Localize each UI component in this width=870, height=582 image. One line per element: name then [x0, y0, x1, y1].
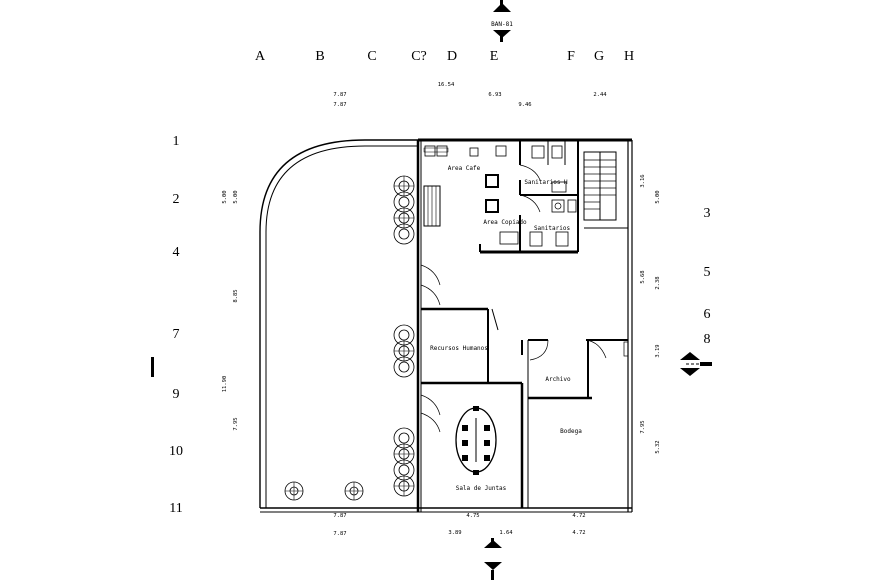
doors [420, 164, 607, 433]
dimension-label: 11.90 [222, 376, 228, 393]
dimension-label: 1.64 [499, 530, 513, 536]
interior-walls [416, 140, 628, 512]
dimensions-top: 7.87 7.87 16.54 6.93 9.46 2.44 [333, 82, 607, 108]
section-marker-top: BAN-81 [491, 0, 513, 42]
grid-row-label: 2 [173, 192, 180, 207]
grid-rows-right: 3 5 6 8 [704, 206, 711, 347]
grid-row-label: 3 [704, 206, 711, 221]
dimension-label: 7.87 [333, 513, 346, 519]
dimensions-left: 5.00 5.00 8.85 11.90 7.95 [222, 190, 239, 430]
dimension-label: 7.87 [333, 531, 346, 537]
grid-column-label: D [447, 49, 457, 64]
dimension-label: 3.89 [448, 530, 461, 536]
dimension-label: 7.87 [333, 102, 346, 108]
dimension-label: 5.68 [640, 270, 646, 283]
dimension-label: 7.95 [640, 420, 646, 433]
grid-column-label: C? [411, 49, 427, 64]
dimension-label: 7.95 [233, 417, 239, 430]
grid-row-label: 10 [169, 444, 183, 459]
grid-column-label: G [594, 49, 604, 64]
dimension-label: 4.72 [572, 530, 585, 536]
dimension-label: 5.00 [233, 190, 239, 203]
room-label-rh: Recursos Humanos [430, 345, 488, 352]
grid-rows-left: 1 2 4 7 9 10 11 [169, 134, 183, 516]
dimension-label: 2.44 [593, 92, 607, 98]
grid-row-label: 8 [704, 332, 711, 347]
dimension-label: 7.87 [333, 92, 346, 98]
room-label-sanitarios-m: Sanitarios [534, 225, 571, 232]
dimension-label: 4.72 [572, 513, 585, 519]
dimensions-bottom: 7.87 7.87 4.75 3.89 1.64 4.72 4.72 [333, 513, 585, 537]
grid-column-label: A [255, 49, 266, 64]
section-marker-bottom [484, 538, 502, 580]
dimension-label: 3.16 [640, 174, 646, 187]
dimension-label: 9.46 [518, 102, 531, 108]
dimensions-right: 3.16 5.00 5.68 2.38 3.19 7.95 5.32 [640, 174, 661, 453]
grid-row-label: 6 [704, 307, 711, 322]
dimension-label: 5.00 [222, 190, 228, 203]
grid-column-label: H [624, 49, 634, 64]
room-label-bodega: Bodega [560, 428, 582, 435]
landscaping [284, 175, 415, 501]
dimension-label: 8.85 [233, 289, 239, 302]
section-marker-left [151, 357, 154, 377]
dimension-label: 16.54 [438, 82, 455, 88]
dimension-label: 6.93 [488, 92, 501, 98]
dimension-label: 3.19 [655, 344, 661, 357]
section-marker-right [680, 352, 712, 376]
grid-column-label: C [367, 49, 376, 64]
grid-row-label: 11 [169, 501, 182, 516]
room-label-juntas: Sala de Juntas [456, 485, 507, 492]
grid-columns: A B C C? D E F G H [255, 49, 634, 64]
room-labels: Area Cafe Area Copiado Sanitarios H Sani… [430, 165, 582, 492]
furniture [423, 145, 629, 475]
exterior-walls [259, 138, 633, 513]
room-label-copiado: Area Copiado [483, 219, 527, 226]
grid-row-label: 4 [173, 245, 180, 260]
room-label-archivo: Archivo [545, 376, 571, 383]
grid-column-label: E [490, 49, 499, 64]
dimension-label: 5.00 [655, 190, 661, 203]
grid-row-label: 7 [173, 327, 180, 342]
section-label: BAN-81 [491, 21, 513, 28]
room-label-cafe: Area Cafe [448, 165, 481, 172]
grid-row-label: 1 [173, 134, 180, 149]
grid-row-label: 5 [704, 265, 711, 280]
grid-column-label: B [315, 49, 324, 64]
dimension-label: 2.38 [655, 276, 661, 289]
grid-column-label: F [567, 49, 575, 64]
room-label-sanitarios-h: Sanitarios H [524, 179, 568, 186]
grid-row-label: 9 [173, 387, 180, 402]
dimension-label: 5.32 [655, 440, 661, 453]
dimension-label: 4.75 [466, 513, 479, 519]
